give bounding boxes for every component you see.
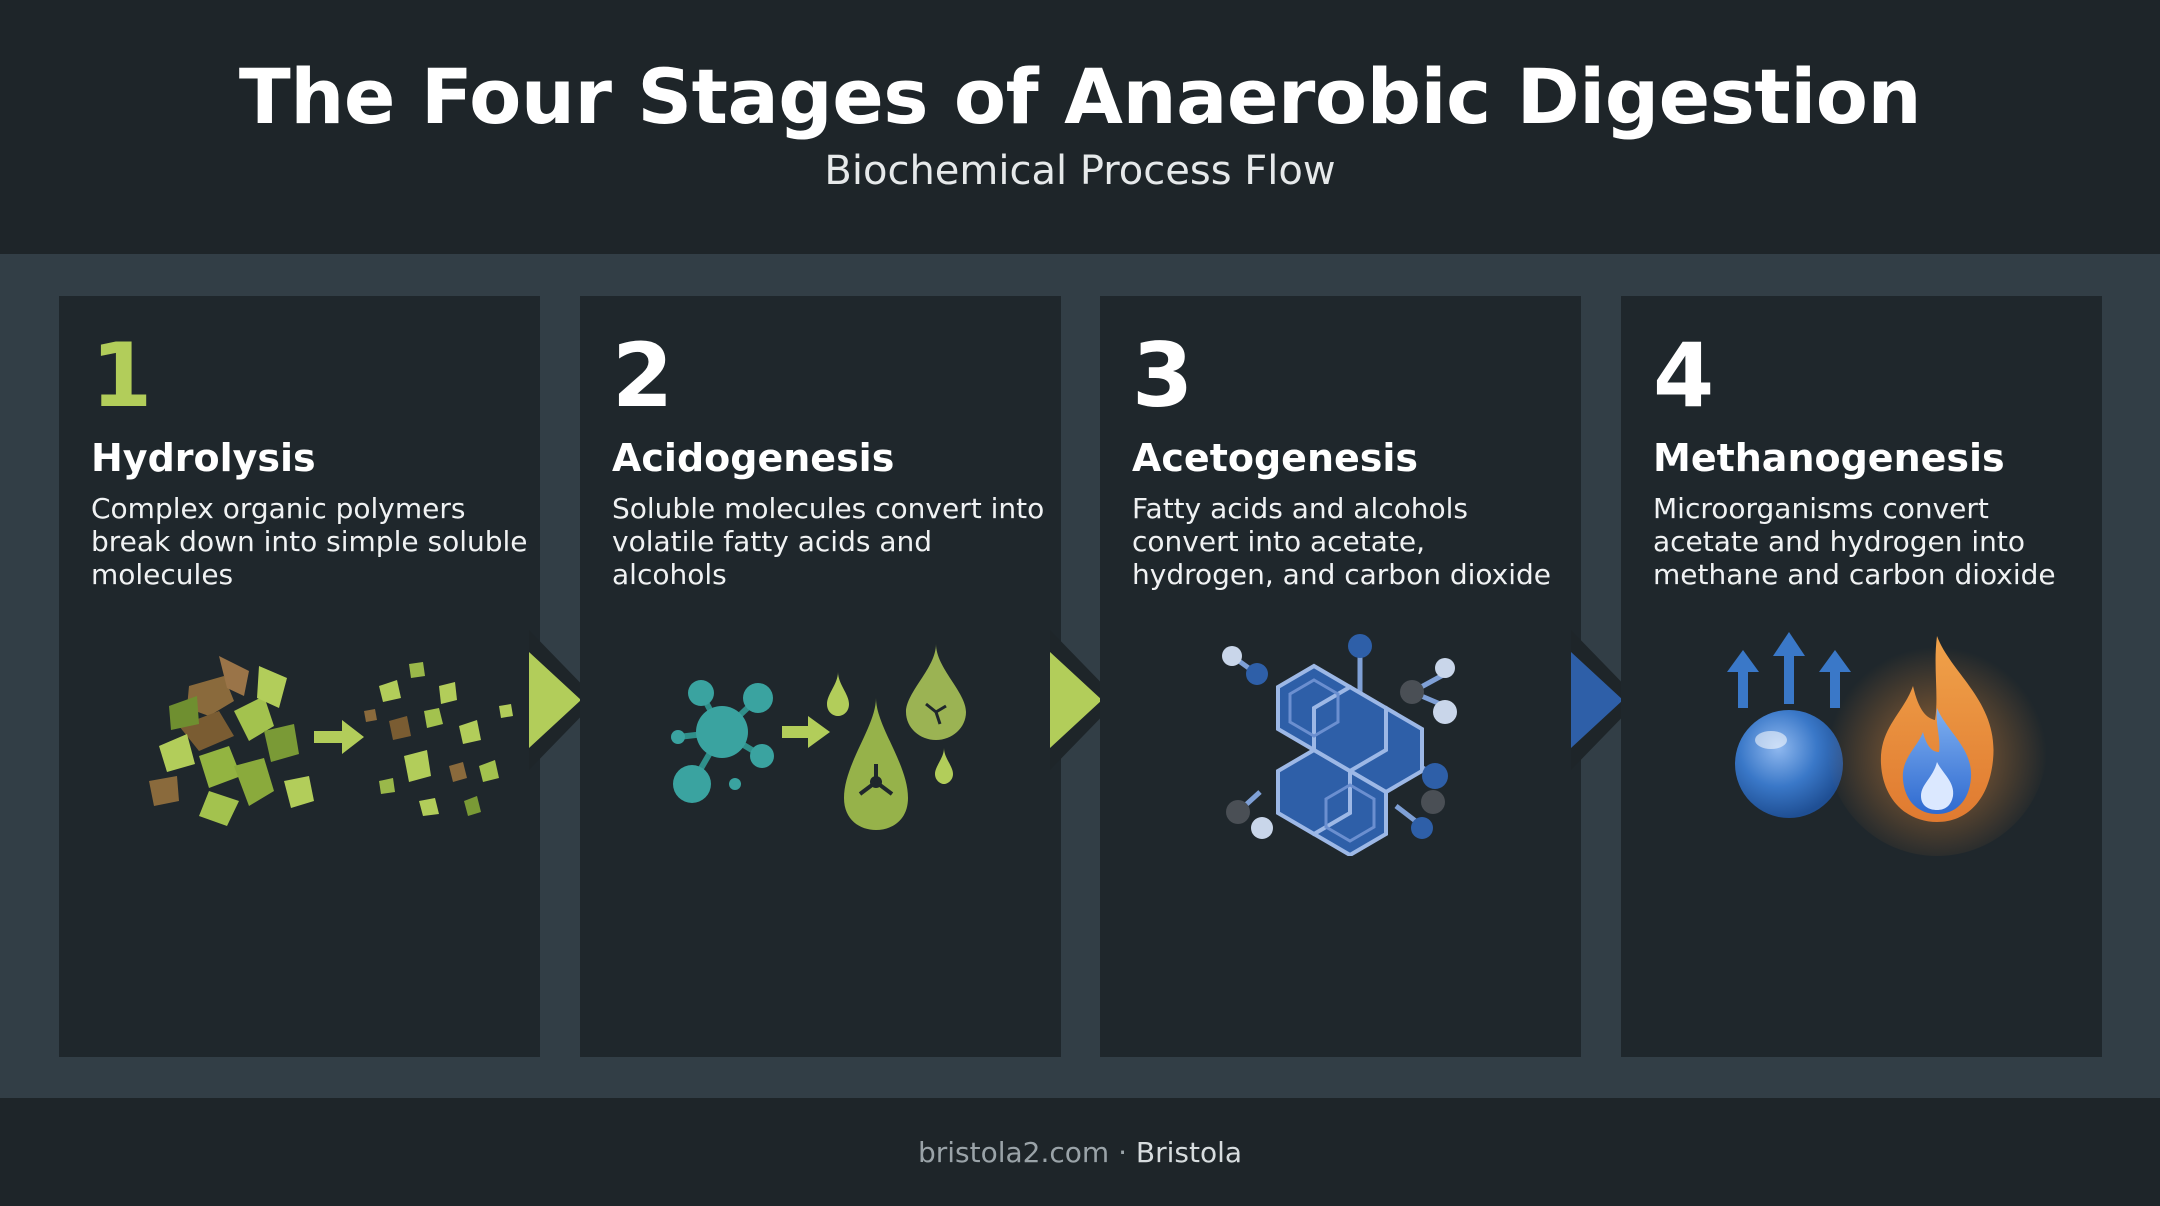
stage-card-4: 4 Methanogenesis Microorganisms convert … xyxy=(1621,296,2102,1057)
stage-number: 2 xyxy=(612,324,674,427)
footer-credit: bristola2.com · Bristola xyxy=(0,1136,2160,1169)
stage-title: Methanogenesis xyxy=(1653,436,2005,480)
stage-description: Microorganisms convert acetate and hydro… xyxy=(1653,492,2056,591)
fragmenting-organic-matter-icon xyxy=(149,656,513,826)
flow-arrow-3 xyxy=(1571,630,1639,770)
flow-arrow-1 xyxy=(529,630,597,770)
page-subtitle: Biochemical Process Flow xyxy=(824,148,1336,194)
footer-bar xyxy=(0,1098,2160,1206)
flow-arrow-2 xyxy=(1050,630,1118,770)
stage-description: Fatty acids and alcohols convert into ac… xyxy=(1132,492,1552,591)
stage-title: Hydrolysis xyxy=(91,436,316,480)
footer-separator: · xyxy=(1118,1136,1127,1169)
hexagon-molecule-icon xyxy=(1222,634,1457,856)
stage-number: 3 xyxy=(1132,324,1194,427)
stage-description: Complex organic polymers break down into… xyxy=(91,492,528,591)
page-title: The Four Stages of Anaerobic Digestion xyxy=(238,52,1922,141)
molecule-to-droplets-icon xyxy=(671,644,966,830)
stage-card-1: 1 Hydrolysis Complex organic polymers br… xyxy=(59,296,540,1057)
stage-card-2: 2 Acidogenesis Soluble molecules convert… xyxy=(580,296,1061,1057)
stage-description: Soluble molecules convert into volatile … xyxy=(612,492,1045,591)
footer-brand: Bristola xyxy=(1135,1136,1243,1169)
gas-bubble-and-flame-icon xyxy=(1727,632,2047,856)
stage-number: 1 xyxy=(91,324,153,427)
stage-title: Acidogenesis xyxy=(612,436,895,480)
stage-card-3: 3 Acetogenesis Fatty acids and alcohols … xyxy=(1100,296,1581,1057)
stage-number: 4 xyxy=(1653,324,1715,427)
header: The Four Stages of Anaerobic Digestion B… xyxy=(0,0,2160,254)
stage-title: Acetogenesis xyxy=(1132,436,1419,480)
footer-site: bristola2.com xyxy=(917,1136,1110,1169)
